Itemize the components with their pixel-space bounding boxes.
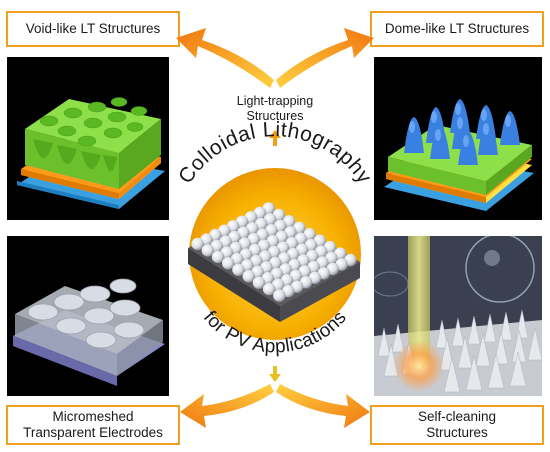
- colloidal-spheres: [191, 202, 357, 302]
- dome-like-label: Dome-like LT Structures: [384, 21, 530, 36]
- colloid-sphere: [232, 263, 245, 276]
- arrow-to-void-like: [176, 28, 274, 88]
- micromeshed-electrode-image: [7, 236, 169, 396]
- self-cleaning-structure-image: [374, 236, 542, 396]
- colloid-sphere: [222, 257, 235, 270]
- colloid-sphere: [211, 250, 225, 264]
- small-down-arrow: [269, 366, 281, 382]
- void-like-structures-box: Void-like LT Structures: [6, 11, 180, 47]
- micromeshed-label: Micromeshed Transparent Electrodes: [23, 409, 163, 440]
- colloid-sphere: [191, 237, 204, 251]
- light-trapping-label: Light-trapping Structures: [236, 94, 314, 123]
- arrow-to-micromeshed: [180, 384, 274, 428]
- arrow-to-self-cleaning: [276, 384, 370, 428]
- colloid-sphere: [242, 270, 255, 283]
- colloid-sphere: [273, 289, 286, 302]
- void-like-structure-image: [7, 57, 169, 220]
- colloid-sphere: [201, 244, 214, 257]
- dome-like-structure-image: [374, 57, 542, 220]
- micromeshed-electrodes-box: Micromeshed Transparent Electrodes: [6, 405, 180, 445]
- self-cleaning-box: Self-cleaning Structures: [370, 405, 544, 445]
- void-like-label: Void-like LT Structures: [25, 21, 161, 36]
- colloid-sphere: [262, 282, 276, 296]
- small-up-arrow: [269, 130, 281, 146]
- dome-like-structures-box: Dome-like LT Structures: [370, 11, 544, 47]
- arrow-to-dome-like: [276, 28, 374, 88]
- self-cleaning-label: Self-cleaning Structures: [417, 409, 497, 440]
- colloid-sphere: [252, 276, 266, 289]
